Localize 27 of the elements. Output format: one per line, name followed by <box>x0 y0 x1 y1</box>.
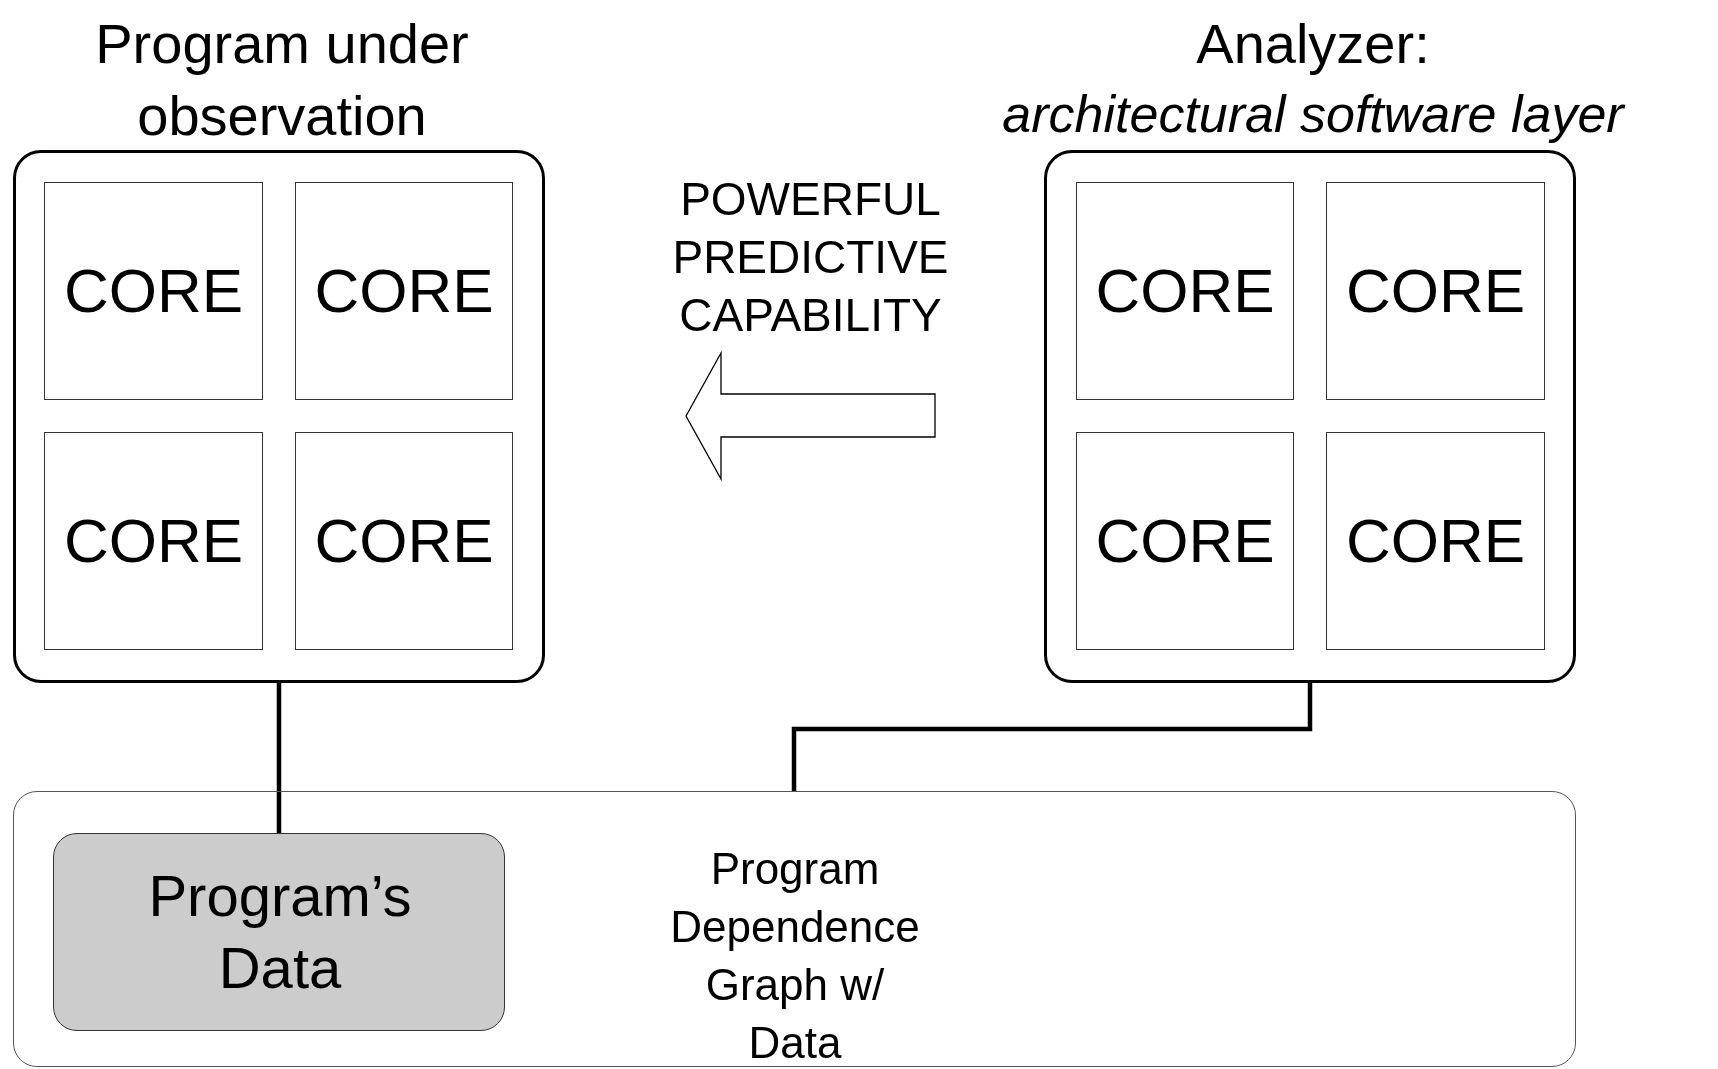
data-label: Program’s Data <box>147 862 413 1002</box>
title-label: Analyzer: <box>1195 11 1431 77</box>
edge-label: POWERFUL PREDICTIVE CAPABILITY <box>671 172 950 343</box>
core-box <box>295 432 513 650</box>
core-label: CORE <box>1094 255 1276 327</box>
core-box <box>1326 182 1545 400</box>
subtitle-label: architectural software layer <box>1001 84 1627 145</box>
core-label: CORE <box>1344 505 1527 577</box>
graph-label: Program Dependence Graph w/ Data <box>669 843 921 1069</box>
core-box <box>1076 182 1294 400</box>
core-box <box>44 432 263 650</box>
core-box <box>295 182 513 400</box>
block-arrow <box>685 350 936 482</box>
core-label: CORE <box>313 505 495 577</box>
core-box <box>44 182 263 400</box>
connector-line <box>791 683 1313 791</box>
core-box <box>1326 432 1545 650</box>
core-label: CORE <box>62 505 245 577</box>
core-box <box>1076 432 1294 650</box>
core-label: CORE <box>313 255 495 327</box>
core-label: CORE <box>1094 505 1276 577</box>
connector-line <box>276 683 282 833</box>
core-label: CORE <box>1344 255 1527 327</box>
graph-panel <box>13 791 1576 1067</box>
core-label: CORE <box>62 255 245 327</box>
data-box <box>53 833 505 1031</box>
title-label: Program under observation <box>94 11 470 149</box>
